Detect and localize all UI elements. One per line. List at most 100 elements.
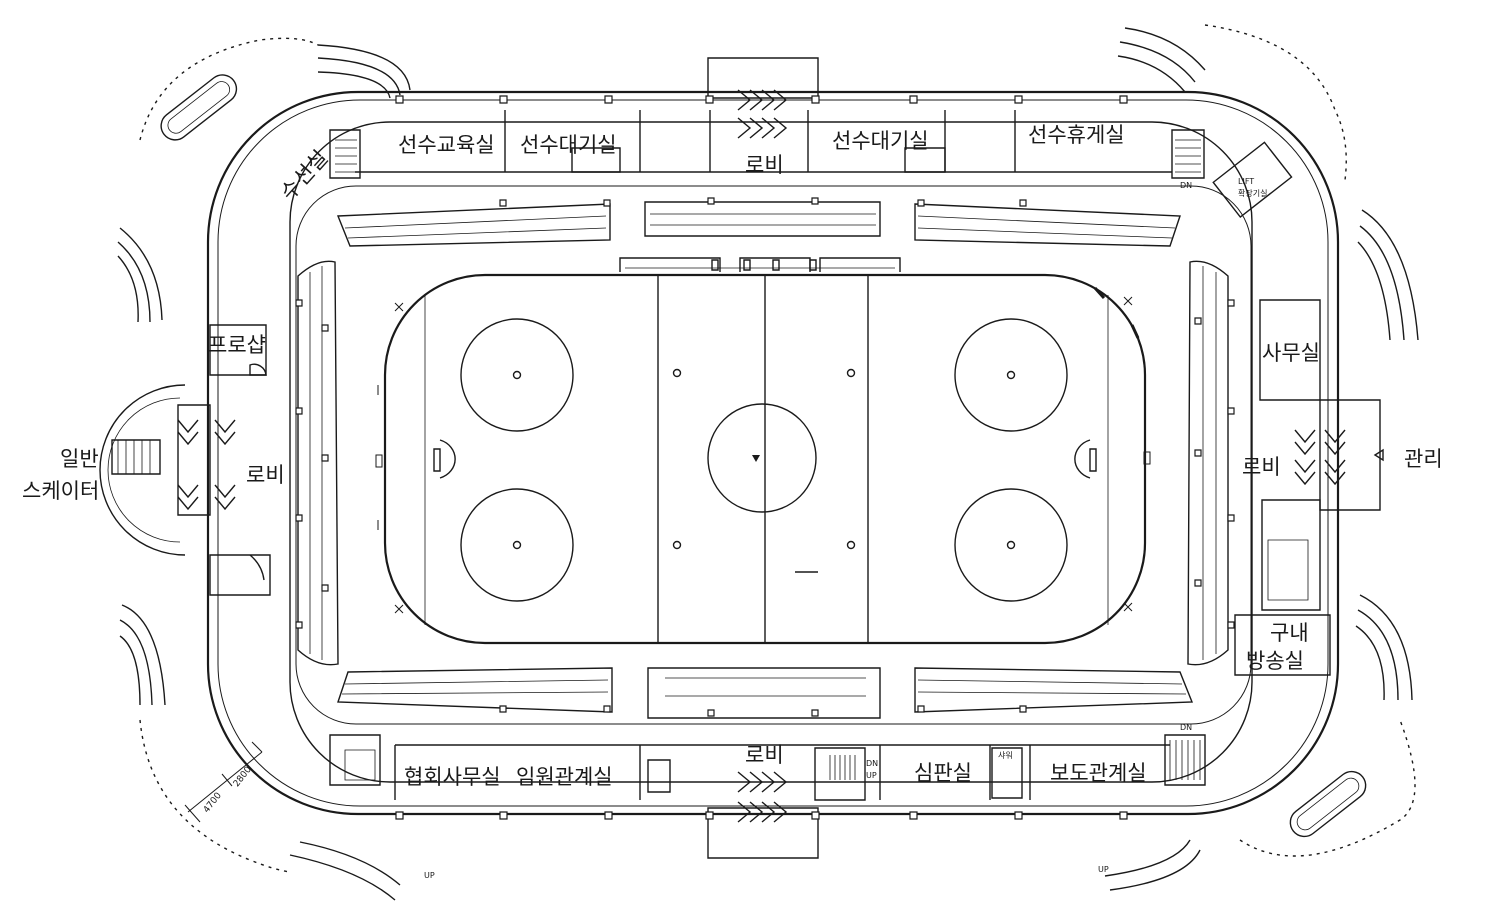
label-player-lounge: 선수휴게실 [1028,123,1125,147]
dimension-line [185,742,262,822]
stair-se [1165,735,1205,785]
goal-crease-left [440,440,455,478]
entrance-doors-north [738,90,786,138]
bench-post [712,260,718,270]
label-player-waiting-1: 선수대기실 [520,133,617,157]
west-utility [210,555,270,595]
faceoff-circle-ne [955,319,1067,431]
label-dn-se: DN [1180,723,1192,732]
stair-west [250,555,264,580]
concourse-ring [296,186,1251,724]
toilet [648,760,670,792]
center-circle [708,404,816,512]
faceoff-dot [514,542,521,549]
toilet-sw [345,750,375,780]
penalty-bench-mark [1095,288,1104,298]
x-mark [1124,603,1132,611]
label-player-waiting-2: 선수대기실 [832,129,929,153]
west-entrance-arc-inner [108,398,180,542]
outer-wall [208,92,1338,814]
outer-ramp-e [1358,210,1418,340]
label-skater: 스케이터 [22,479,99,503]
entrance-doors-south [738,772,786,822]
label-referee-room: 심판실 [914,761,972,785]
seating-north [338,202,1180,246]
rink-gate [376,455,382,467]
goal-right [1090,449,1096,471]
outer-ramp-sw [120,605,165,705]
label-dn-ne: DN [1180,181,1192,190]
stair-ne [1172,130,1204,178]
west-entrance-arc [100,385,185,555]
faceoff-dot [514,372,521,379]
room-partition [905,148,945,172]
faceoff-circle-se [955,489,1067,601]
seating-west [298,261,338,664]
x-mark [395,605,403,613]
office [1260,300,1320,400]
outer-ramp-se [1356,595,1412,700]
label-player-education: 선수교육실 [398,133,495,157]
x-mark [395,303,403,311]
label-general: 일반 [60,447,99,471]
label-association-office: 협회사무실 [404,765,501,789]
skate-loop-nw [155,69,242,145]
label-broadcast-1: 구내 [1270,621,1309,645]
outer-ramp-s-right [1105,840,1200,890]
label-press-room: 보도관계실 [1050,761,1147,785]
toilet-sw [330,735,380,785]
outer-ramp-nw [318,45,410,98]
room-partition [572,148,620,172]
east-room [1268,540,1308,600]
label-up-se: UP [1098,865,1109,874]
plaza-outline-sw [140,720,290,872]
label-office: 사무실 [1262,341,1320,365]
north-entrance [708,58,818,98]
label-pro-shop: 프로샵 [208,333,266,357]
player-bench [820,258,900,272]
west-lobby [178,405,210,515]
east-room [1262,500,1320,610]
columns [296,96,1234,819]
east-entrance-marker [1375,450,1383,460]
label-management: 관리 [1404,447,1443,471]
label-up-sw: UP [424,871,435,880]
label-lobby-north: 로비 [745,153,784,177]
shower-room [992,748,1022,798]
label-executive-room: 임원관계실 [516,765,613,789]
stair-treads [830,755,855,780]
south-entrance [708,808,818,858]
label-lift: LIFT [1238,177,1254,186]
faceoff-dot [1008,372,1015,379]
seating-east [1188,261,1228,664]
neutral-dot [674,370,681,377]
skate-ramp [112,440,160,474]
goal-left [434,449,440,471]
entrance-doors-east [1295,430,1345,484]
neutral-dot [674,542,681,549]
stair-nw [330,130,360,178]
skate-loop-se [1285,766,1372,842]
outer-ramp-ne [1118,28,1205,92]
faceoff-dot [1008,542,1015,549]
bench-post [744,260,750,270]
corridor-wall [290,122,1252,782]
label-shower: 샤워 [998,750,1013,760]
plaza-outline-nw [140,38,318,140]
counter [250,364,266,375]
neutral-dot [848,542,855,549]
label-broadcast-2: 방송실 [1246,649,1304,673]
east-lobby [1320,400,1380,510]
label-lobby-south: 로비 [745,743,784,767]
bench-post [773,260,779,270]
center-marker [752,455,760,462]
faceoff-circle-sw [461,489,573,601]
label-lobby-west: 로비 [246,463,285,487]
lift-machine-room [1213,142,1291,217]
pro-shop [210,325,266,375]
label-machine-room: 확장기실 [1238,188,1267,198]
label-dim-2: 4700 [202,791,224,815]
label-dn-s: DN [866,759,878,768]
x-mark [1124,297,1132,305]
